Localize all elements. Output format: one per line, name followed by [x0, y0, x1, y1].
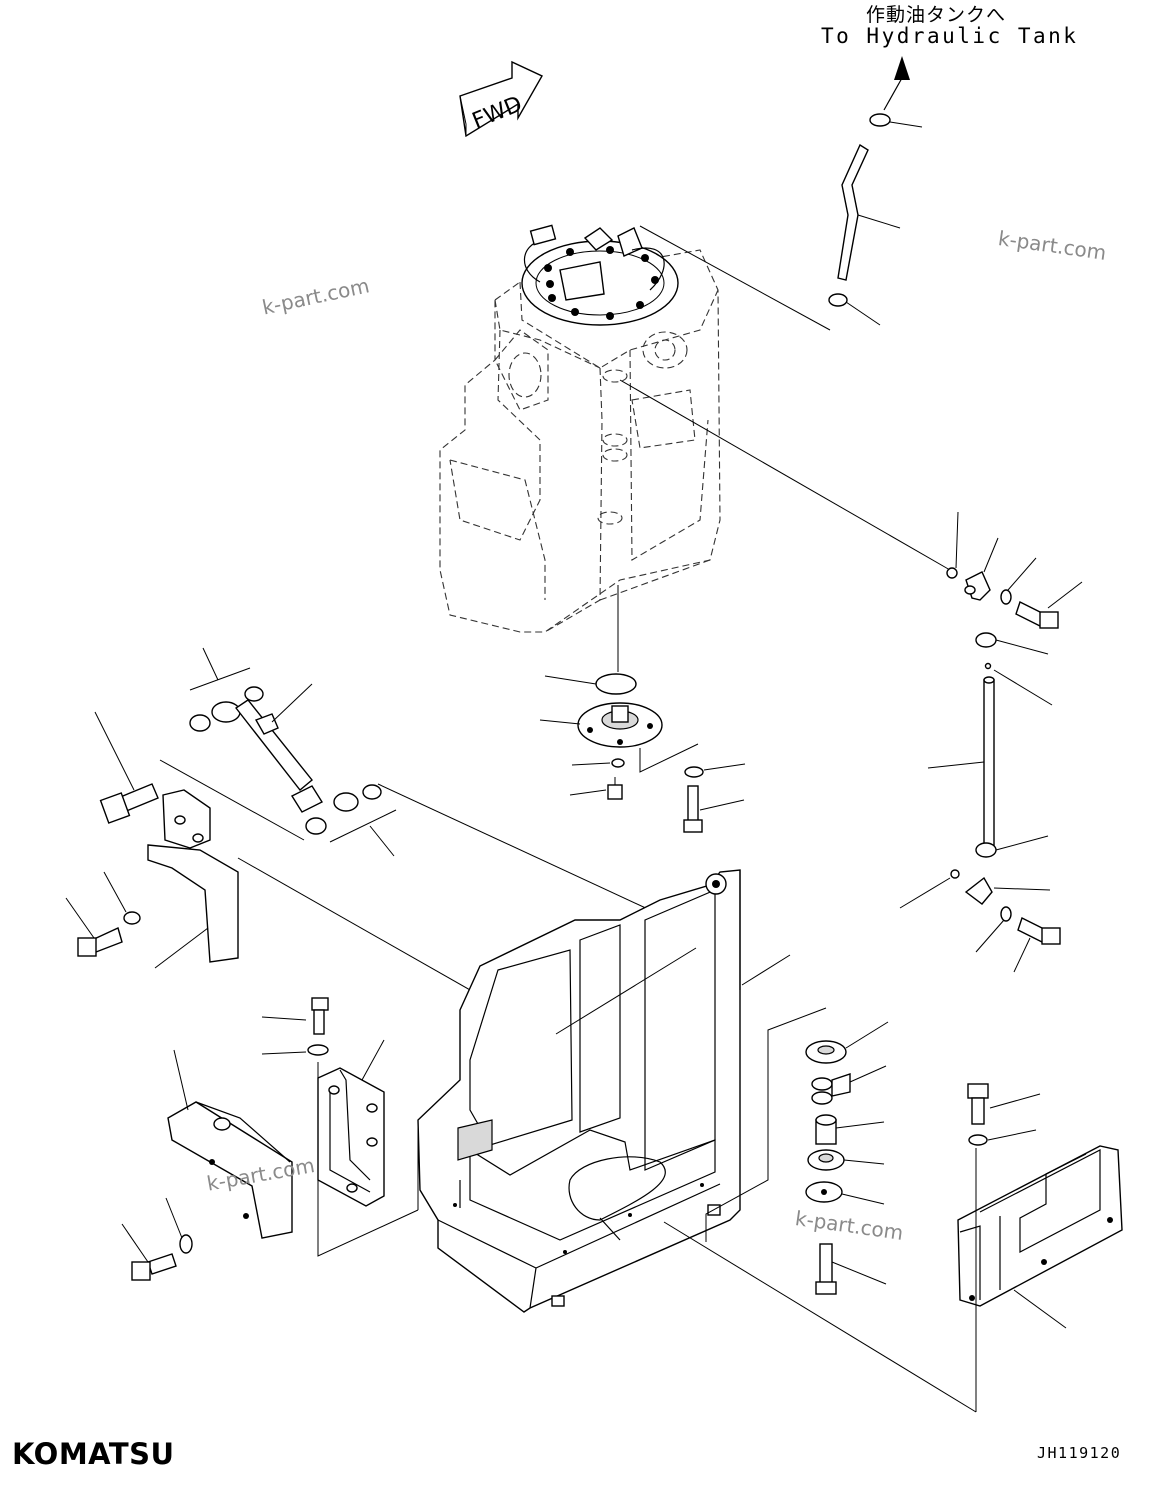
direction-arrow-icon: [883, 56, 910, 111]
clamp-right: [964, 571, 991, 601]
figure-number: JH119120: [1037, 1444, 1122, 1462]
hydraulic-tank-note-en: To Hydraulic Tank: [821, 24, 1079, 48]
bolt-right-2: [1017, 917, 1061, 945]
drain-plug: [607, 777, 623, 800]
bolt-center: [311, 997, 329, 1035]
bolt: [683, 785, 703, 833]
fwd-arrow-icon: FWD: [459, 60, 543, 138]
main-tray: [417, 869, 791, 1313]
bracket-center: [317, 1039, 385, 1207]
fuel-tank: [439, 249, 721, 633]
mount-stack: [805, 1021, 889, 1295]
bracket-left-upper: [147, 789, 239, 969]
bolt-right: [1015, 601, 1059, 629]
flange-cover: [539, 702, 699, 773]
link-rod: [159, 647, 651, 911]
hydraulic-tank-note-jp: 作動油タンクへ: [866, 4, 1007, 26]
o-ring: [595, 673, 637, 695]
fuel-sender: [521, 224, 831, 331]
hydraulic-hose: [828, 113, 923, 326]
brand-logo: KOMATSU: [12, 1437, 175, 1471]
bolt-left: [99, 783, 159, 824]
pipe-right: [983, 676, 995, 851]
bracket-right: [957, 1145, 1123, 1329]
clamp-right-2: [964, 876, 993, 905]
bolt-right-3: [967, 1083, 989, 1125]
bolt-left-2: [77, 927, 123, 957]
bracket-left-lower: [167, 1049, 293, 1239]
o-ring-right: [946, 567, 958, 579]
bolt-left-3: [131, 1253, 177, 1281]
